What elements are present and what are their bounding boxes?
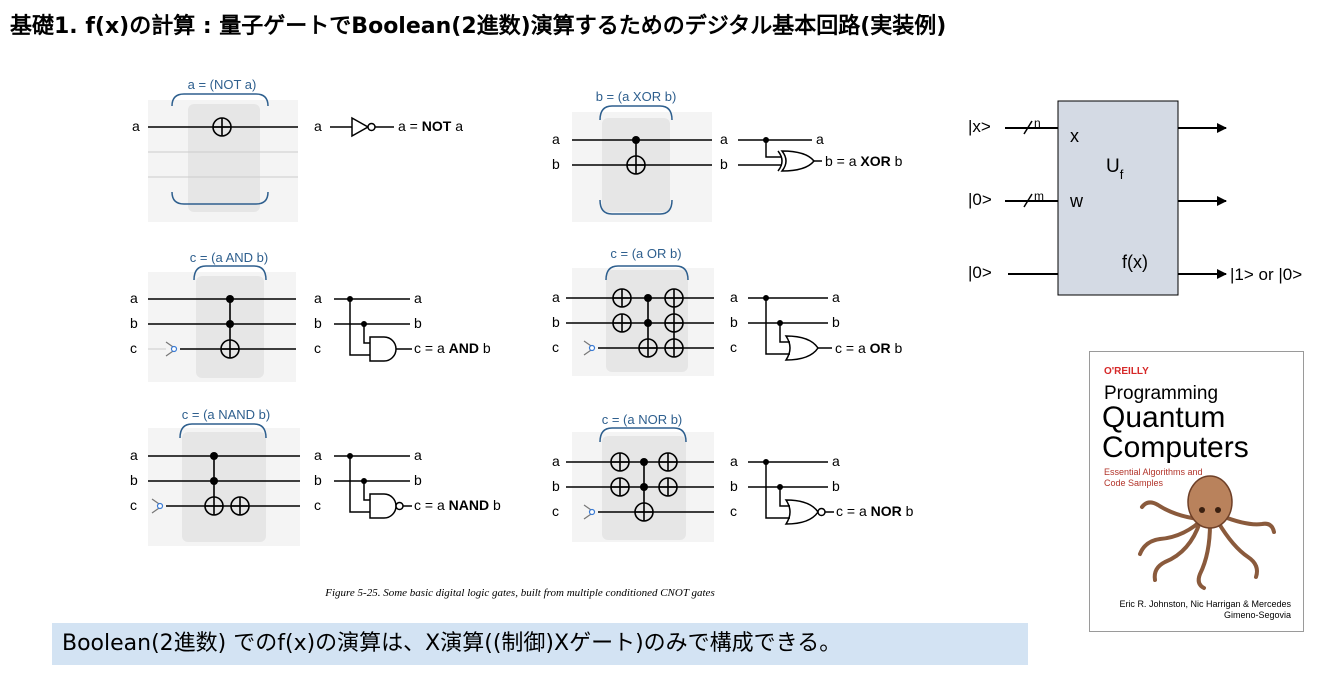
input-label-b: b	[552, 478, 560, 494]
gate-header: b = (a XOR b)	[596, 89, 677, 104]
or-gate-symbol	[784, 335, 819, 361]
or-gate-panel: c = (a OR b) a b c a b c a b c =	[552, 246, 903, 376]
output-label-a: a	[730, 289, 738, 305]
input-label-a: a	[552, 289, 560, 305]
nand-gate-symbol	[369, 493, 397, 519]
publisher-logo: O'REILLY	[1104, 366, 1149, 377]
xor-gate-symbol	[780, 150, 815, 172]
output-label-b: b	[720, 156, 728, 172]
book-title-line3: Computers	[1102, 431, 1249, 464]
output-label-c: c	[730, 503, 737, 519]
not-gate-panel: a = (NOT a) a a a = NOT a	[132, 77, 463, 222]
gate-header: a = (NOT a)	[188, 77, 257, 92]
bits-m-label: m	[1034, 189, 1044, 203]
page-title: 基礎1. f(x)の計算 : 量子ゲートでBoolean(2進数)演算するための…	[10, 14, 947, 39]
input-label-b: b	[552, 314, 560, 330]
book-title-line2: Quantum	[1102, 401, 1226, 434]
result-expression: c = a OR b	[835, 340, 903, 356]
output-label-a: a	[720, 131, 728, 147]
bottom-bracket	[171, 191, 269, 205]
gate-header: c = (a AND b)	[190, 250, 268, 265]
input-label-b: b	[552, 156, 560, 172]
result-expression: c = a AND b	[414, 340, 491, 356]
output-label-c: c	[314, 340, 321, 356]
result-expression: c = a NOR b	[836, 503, 914, 519]
output-label: |1> or |0>	[1230, 265, 1302, 284]
oracle-box	[1057, 100, 1179, 296]
fx-label: f(x)	[1122, 252, 1148, 272]
output-label-a2: a	[832, 289, 840, 305]
book-cover: O'REILLY Programming Quantum Computers E…	[1089, 351, 1304, 632]
result-expression: a = NOT a	[398, 118, 463, 134]
nor-gate-panel: c = (a NOR b) a b c a b c a b c = a	[552, 412, 914, 542]
figure-caption: Figure 5-25. Some basic digital logic ga…	[324, 587, 714, 599]
output-label-a: a	[730, 453, 738, 469]
output-label-b2: b	[414, 315, 422, 331]
and-gate-panel: c = (a AND b) a b c a b c a b c = a AND …	[130, 250, 491, 382]
input-label-c: c	[552, 503, 559, 519]
book-title-line1: Programming	[1104, 383, 1219, 404]
input-x-label: |x>	[968, 117, 991, 136]
register-w-label: w	[1069, 191, 1084, 211]
input-label-b: b	[130, 315, 138, 331]
input-label-c: c	[130, 497, 137, 513]
input-label-a: a	[130, 447, 138, 463]
output-label-a: a	[314, 447, 322, 463]
oracle-diagram: |x> |0> |0> n m x w Uf f(x) |1> or |0>	[968, 100, 1302, 296]
output-label-a: a	[314, 290, 322, 306]
output-label-b2: b	[832, 314, 840, 330]
input-label-a: a	[130, 290, 138, 306]
gate-header: c = (a NAND b)	[182, 407, 271, 422]
gate-header: c = (a NOR b)	[602, 412, 683, 427]
output-label-b: b	[730, 478, 738, 494]
output-label-c: c	[730, 339, 737, 355]
input-label-c: c	[552, 339, 559, 355]
x-gate-symbol	[212, 117, 232, 137]
input-label-b: b	[130, 472, 138, 488]
output-label-c: c	[314, 497, 321, 513]
input-w-label: |0>	[968, 190, 992, 209]
top-bracket	[171, 93, 269, 107]
result-expression: b = a XOR b	[825, 153, 903, 169]
output-label-a2: a	[414, 447, 422, 463]
book-authors: Eric R. Johnston, Nic Harrigan & Mercede…	[1119, 599, 1291, 620]
input-label-c: c	[130, 340, 137, 356]
input-label-a: a	[132, 118, 140, 134]
output-label-b2: b	[832, 478, 840, 494]
summary-banner: Boolean(2進数) でのf(x)の演算は、X演算((制御)Xゲート)のみで…	[52, 623, 1028, 665]
output-label-b: b	[314, 315, 322, 331]
output-label-b: b	[314, 472, 322, 488]
nand-gate-panel: c = (a NAND b) a b c a b c a b c = a NAN…	[130, 407, 501, 546]
output-label-a2: a	[832, 453, 840, 469]
input-label-a: a	[552, 131, 560, 147]
not-gate-symbol	[351, 116, 370, 138]
output-label-a: a	[314, 118, 322, 134]
output-label-a2: a	[414, 290, 422, 306]
output-label-b2: b	[414, 472, 422, 488]
book-subtitle: Essential Algorithms and Code Samples	[1104, 467, 1203, 488]
result-expression: c = a NAND b	[414, 497, 501, 513]
nor-gate-symbol	[784, 499, 819, 525]
xor-gate-panel: b = (a XOR b) a b a b a b = a XOR b	[552, 89, 903, 222]
input-f-label: |0>	[968, 263, 992, 282]
output-label-b: b	[730, 314, 738, 330]
output-label-a2: a	[816, 131, 824, 147]
octopus-illustration	[1138, 475, 1276, 590]
oracle-name: Uf	[1106, 156, 1124, 182]
input-label-a: a	[552, 453, 560, 469]
register-x-label: x	[1070, 126, 1079, 146]
gate-header: c = (a OR b)	[610, 246, 681, 261]
and-gate-symbol	[369, 336, 397, 362]
bits-n-label: n	[1034, 116, 1041, 130]
